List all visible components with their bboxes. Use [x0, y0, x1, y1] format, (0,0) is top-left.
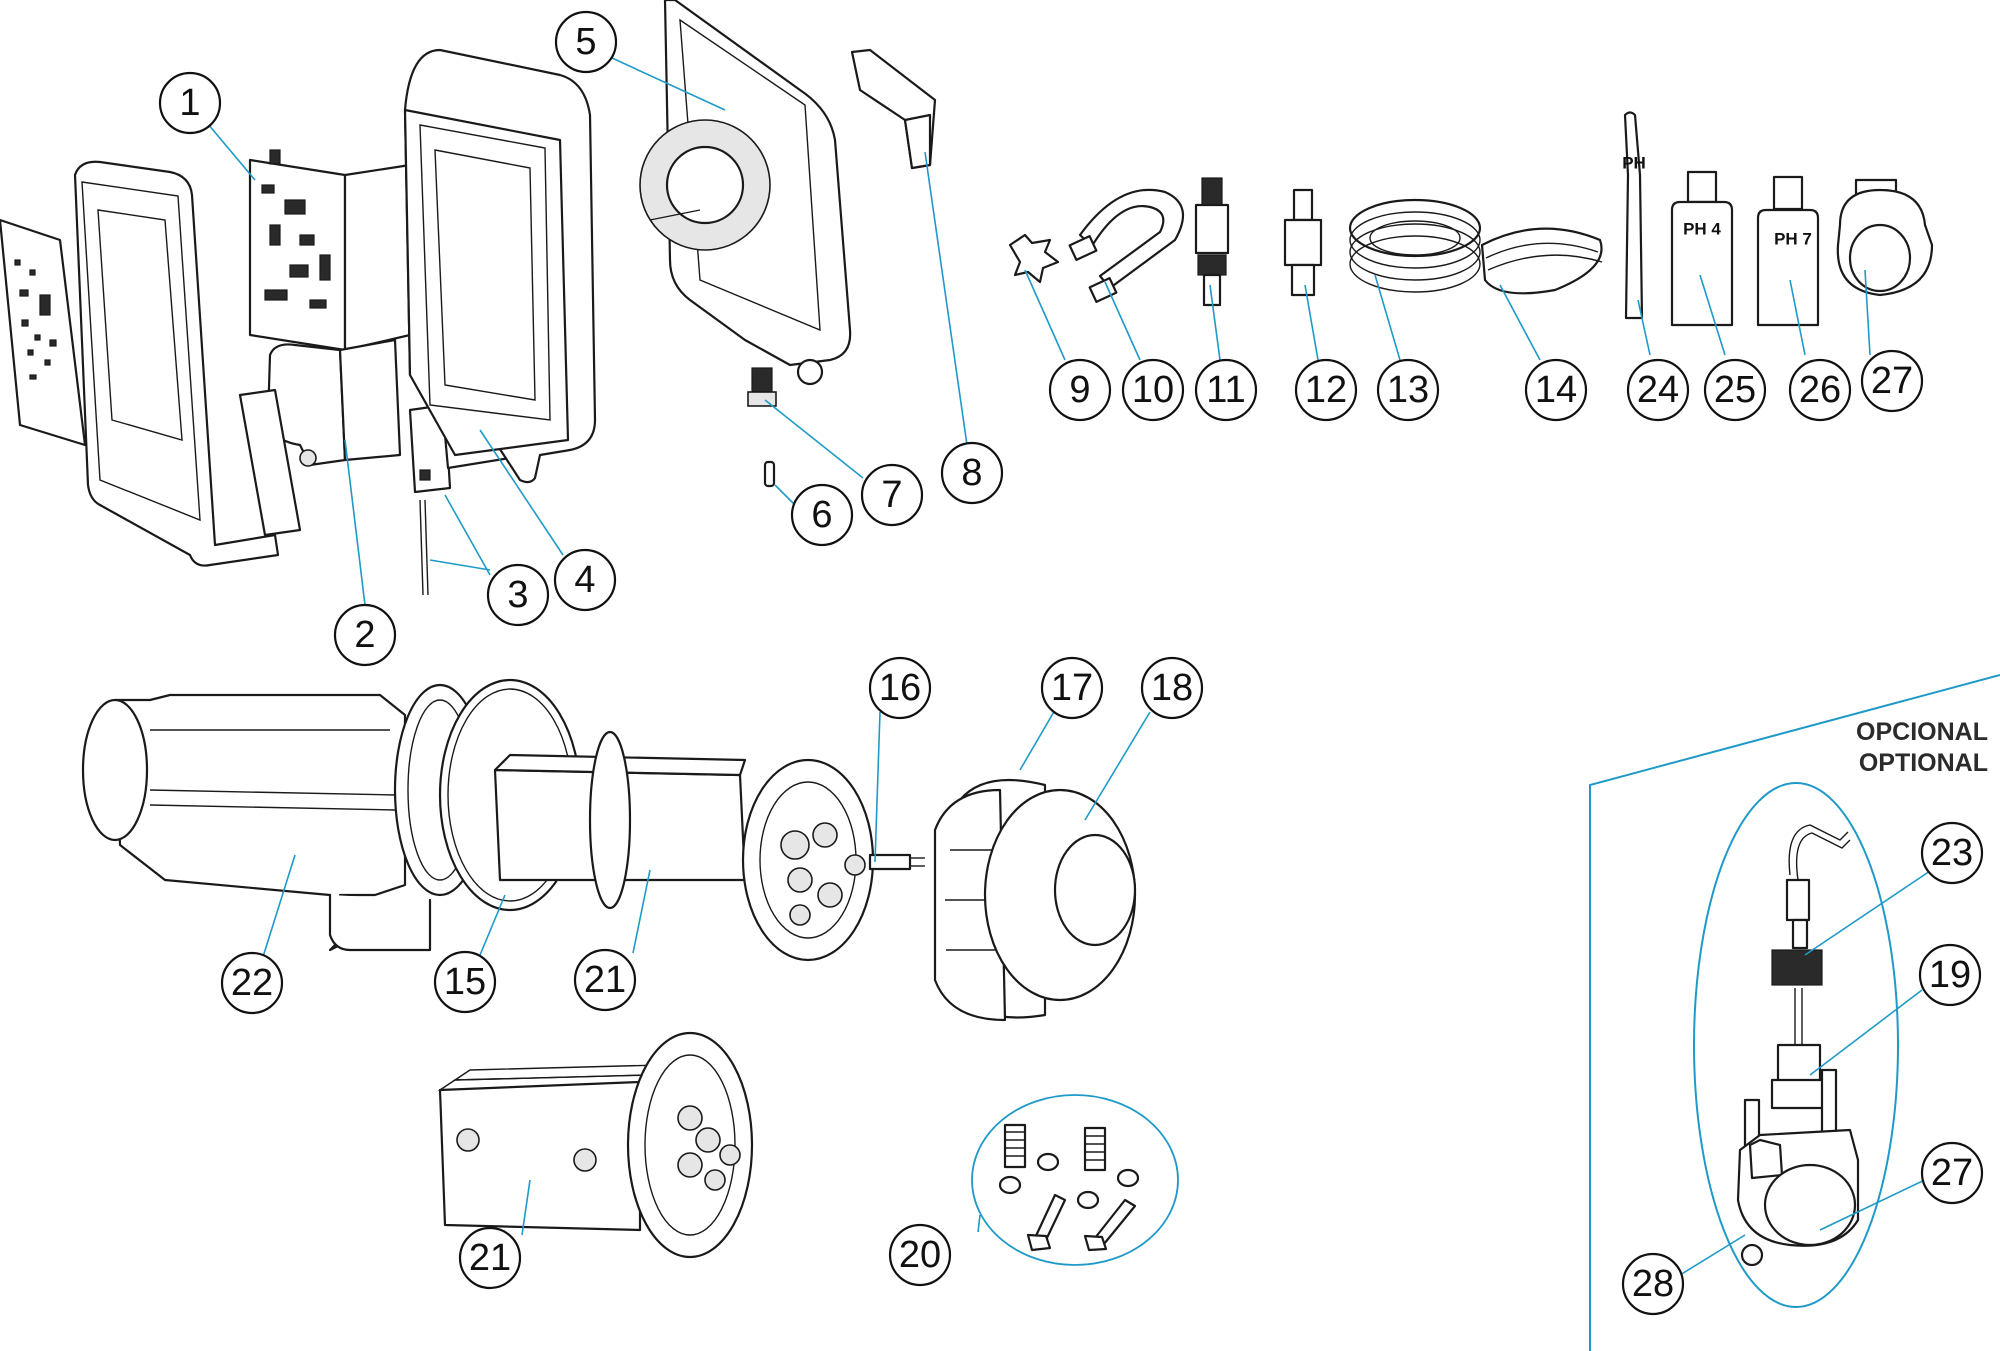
callout: 28 [1621, 1252, 1685, 1316]
optional-panel: OPCIONAL OPTIONAL [1589, 674, 2000, 1351]
callouts: 1 2 3 4 5 6 7 8 9 10 11 12 13 14 15 16 1… [158, 10, 1984, 1316]
fuse-holder [747, 367, 777, 407]
svg-text:26: 26 [1799, 369, 1841, 411]
svg-text:7: 7 [881, 474, 902, 516]
pump-cover [639, 0, 852, 386]
bracket [850, 48, 937, 170]
svg-text:27: 27 [1931, 1152, 1973, 1194]
callout: 6 [790, 483, 854, 547]
cap [983, 788, 1137, 1002]
svg-text:17: 17 [1051, 667, 1093, 709]
svg-text:9: 9 [1069, 369, 1090, 411]
optional-label-en: OPTIONAL [1859, 749, 1988, 777]
electrode-plates [437, 1064, 662, 1232]
svg-text:20: 20 [899, 1234, 941, 1276]
u-tube [1068, 188, 1185, 303]
callout: 15 [433, 950, 497, 1014]
electrode [493, 730, 747, 910]
cross-fitting [1008, 233, 1060, 284]
callout: 2 [333, 603, 397, 667]
cable-16 [868, 853, 925, 871]
front-panel-sticker [0, 218, 87, 447]
circuit-board [248, 149, 412, 352]
pipe-clamp [1836, 178, 1934, 297]
callout: 5 [554, 10, 618, 74]
pump-motor [238, 338, 402, 537]
svg-text:27: 27 [1871, 360, 1913, 402]
svg-text:15: 15 [444, 961, 486, 1003]
svg-text:14: 14 [1535, 369, 1577, 411]
svg-text:12: 12 [1305, 369, 1347, 411]
optional-label-es: OPCIONAL [1856, 718, 1988, 746]
callout: 25 [1703, 358, 1767, 422]
callout: 20 [888, 1223, 952, 1287]
fuse [763, 460, 776, 488]
ph-probe: PH [1622, 111, 1646, 320]
callout: 21 [458, 1226, 522, 1290]
svg-text:11: 11 [1206, 369, 1245, 411]
ph4-label: PH 4 [1683, 220, 1721, 239]
svg-text:3: 3 [507, 574, 528, 616]
hardware-kit [971, 1094, 1179, 1266]
callout: 4 [553, 548, 617, 612]
cell-body [81, 683, 487, 952]
svg-text:23: 23 [1931, 832, 1973, 874]
svg-text:22: 22 [231, 962, 273, 1004]
callout: 18 [1140, 656, 1204, 720]
rear-housing [403, 48, 597, 484]
callout: 24 [1626, 358, 1690, 422]
front-frame [73, 160, 280, 567]
callout: 12 [1294, 358, 1358, 422]
svg-text:4: 4 [574, 559, 595, 601]
svg-text:18: 18 [1151, 667, 1193, 709]
callout: 22 [220, 951, 284, 1015]
optional-probe-assembly [1770, 824, 1851, 1110]
callout: 3 [486, 563, 550, 627]
svg-text:1: 1 [179, 82, 200, 124]
svg-text:10: 10 [1132, 369, 1174, 411]
callout: 11 [1194, 358, 1258, 422]
callout: 16 [868, 656, 932, 720]
callout: 27 [1860, 349, 1924, 413]
tube-coil-14 [1480, 227, 1603, 295]
svg-text:28: 28 [1632, 1263, 1674, 1305]
callout: 9 [1048, 358, 1112, 422]
svg-text:2: 2 [354, 614, 375, 656]
svg-text:21: 21 [584, 959, 626, 1001]
svg-text:13: 13 [1387, 369, 1429, 411]
svg-text:5: 5 [575, 21, 596, 63]
svg-text:24: 24 [1637, 369, 1679, 411]
svg-text:21: 21 [469, 1237, 511, 1279]
callout: 13 [1376, 358, 1440, 422]
ph7-bottle: PH 7 [1756, 175, 1820, 327]
tube-fitting [1283, 188, 1323, 297]
callout: 21 [573, 948, 637, 1012]
callout: 23 [1920, 821, 1984, 885]
electrode-head-21 [626, 1031, 754, 1259]
callout: 8 [940, 441, 1004, 505]
svg-text:16: 16 [879, 667, 921, 709]
svg-text:6: 6 [811, 494, 832, 536]
tube-coil-13 [1348, 198, 1482, 293]
callout: 27 [1920, 1141, 1984, 1205]
probe-label: PH [1622, 154, 1646, 173]
svg-text:19: 19 [1929, 954, 1971, 996]
svg-text:8: 8 [961, 452, 982, 494]
callout: 19 [1918, 943, 1982, 1007]
injection-valve [1194, 177, 1230, 307]
ph4-bottle: PH 4 [1670, 170, 1734, 327]
ph7-label: PH 7 [1774, 230, 1812, 249]
callout: 7 [860, 463, 924, 527]
optional-pipe-clamp [1736, 1068, 1860, 1267]
electrode-head [741, 758, 875, 962]
callout: 10 [1121, 358, 1185, 422]
callout: 14 [1524, 358, 1588, 422]
svg-text:25: 25 [1714, 369, 1756, 411]
callout: 26 [1788, 358, 1852, 422]
callout: 17 [1040, 656, 1104, 720]
callout: 1 [158, 71, 222, 135]
